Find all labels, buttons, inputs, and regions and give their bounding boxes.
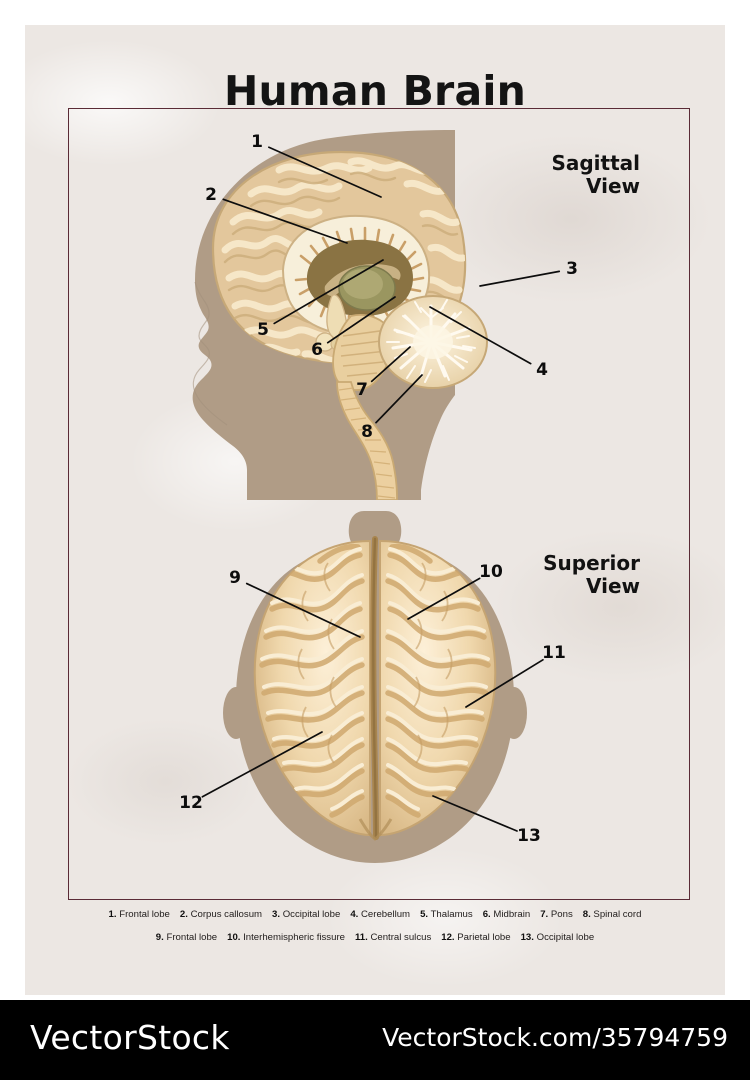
legend-entry-label: Parietal lobe bbox=[454, 932, 511, 943]
callout-number-9: 9 bbox=[229, 568, 241, 588]
legend-entry-number: 5. bbox=[420, 909, 429, 920]
callout-number-1: 1 bbox=[251, 132, 263, 152]
callout-number-10: 10 bbox=[479, 562, 503, 582]
gyri-right bbox=[385, 543, 491, 818]
legend-entry-label: Thalamus bbox=[428, 909, 473, 920]
superior-view-heading: Superior View bbox=[465, 552, 640, 598]
callout-number-11: 11 bbox=[542, 643, 566, 663]
legend-entry: 10. Interhemispheric fissure bbox=[227, 932, 345, 943]
ear-left bbox=[223, 687, 249, 739]
legend-entry-label: Central sulcus bbox=[367, 932, 432, 943]
callout-number-12: 12 bbox=[179, 793, 203, 813]
legend-entry: 11. Central sulcus bbox=[355, 932, 431, 943]
ear-right bbox=[501, 687, 527, 739]
callout-number-4: 4 bbox=[536, 360, 548, 380]
sagittal-view-heading: Sagittal View bbox=[465, 152, 640, 198]
callout-number-2: 2 bbox=[205, 185, 217, 205]
vectorstock-url: VectorStock.com/35794759 bbox=[382, 1023, 728, 1052]
legend-entry: 1. Frontal lobe bbox=[109, 909, 170, 920]
legend-entry-label: Occipital lobe bbox=[533, 932, 595, 943]
legend-entry-number: 3. bbox=[272, 909, 281, 920]
legend-entry: 9. Frontal lobe bbox=[156, 932, 217, 943]
legend-entry-label: Midbrain bbox=[490, 909, 531, 920]
legend-entry: 8. Spinal cord bbox=[583, 909, 642, 920]
legend-entry: 3. Occipital lobe bbox=[272, 909, 340, 920]
legend-entry-label: Occipital lobe bbox=[280, 909, 341, 920]
legend-entry: 7. Pons bbox=[540, 909, 573, 920]
watermark-footer: VectorStock VectorStock.com/35794759 bbox=[0, 1000, 750, 1080]
legend-entry-number: 13. bbox=[520, 932, 534, 943]
callout-number-3: 3 bbox=[566, 259, 578, 279]
callout-number-5: 5 bbox=[257, 320, 269, 340]
legend-entry: 5. Thalamus bbox=[420, 909, 473, 920]
page-title: Human Brain bbox=[224, 67, 526, 115]
legend-entry-label: Corpus callosum bbox=[187, 909, 263, 920]
superior-heading-line1: Superior bbox=[543, 551, 640, 575]
legend-entry-number: 4. bbox=[350, 909, 359, 920]
legend-entry-number: 8. bbox=[582, 909, 591, 920]
sagittal-heading-line1: Sagittal bbox=[551, 151, 640, 175]
callout-number-6: 6 bbox=[311, 340, 323, 360]
vectorstock-brand: VectorStock bbox=[30, 1018, 230, 1057]
callout-number-13: 13 bbox=[517, 826, 541, 846]
legend-entry-number: 2. bbox=[179, 909, 188, 920]
legend-entry-number: 9. bbox=[155, 932, 164, 943]
legend-entry-label: Interhemispheric fissure bbox=[240, 932, 345, 943]
occipital-notch bbox=[358, 818, 393, 841]
superior-heading-line2: View bbox=[585, 574, 640, 598]
legend-entry-label: Pons bbox=[548, 909, 573, 920]
spinal-cord-segments bbox=[338, 387, 396, 499]
sagittal-heading-line2: View bbox=[585, 174, 640, 198]
legend-row-1: 1. Frontal lobe 2. Corpus callosum 3. Occi… bbox=[25, 909, 725, 920]
legend-row-2: 9. Frontal lobe 10. Interhemispheric fiss… bbox=[25, 932, 725, 943]
legend-entry-number: 6. bbox=[482, 909, 491, 920]
legend-entry-number: 10. bbox=[227, 932, 241, 943]
legend-entry-label: Spinal cord bbox=[590, 909, 642, 920]
legend-entry: 4. Cerebellum bbox=[350, 909, 410, 920]
legend-entry: 6. Midbrain bbox=[483, 909, 530, 920]
legend-entry-number: 7. bbox=[540, 909, 549, 920]
content-frame bbox=[68, 108, 690, 900]
fissure-core bbox=[372, 537, 378, 839]
legend-entry-number: 11. bbox=[354, 932, 368, 943]
callout-number-8: 8 bbox=[361, 422, 373, 442]
legend-entry: 13. Occipital lobe bbox=[521, 932, 595, 943]
legend-entry-number: 12. bbox=[441, 932, 455, 943]
legend-entry: 2. Corpus callosum bbox=[180, 909, 262, 920]
legend-entry-label: Frontal lobe bbox=[116, 909, 170, 920]
callout-number-7: 7 bbox=[356, 380, 368, 400]
legend-entry-number: 1. bbox=[108, 909, 117, 920]
legend-entry-label: Frontal lobe bbox=[163, 932, 218, 943]
thalamus-highlight bbox=[343, 269, 383, 299]
poster-sheet: Human Brain bbox=[25, 25, 725, 995]
legend-entry-label: Cerebellum bbox=[358, 909, 411, 920]
legend-entry: 12. Parietal lobe bbox=[441, 932, 510, 943]
